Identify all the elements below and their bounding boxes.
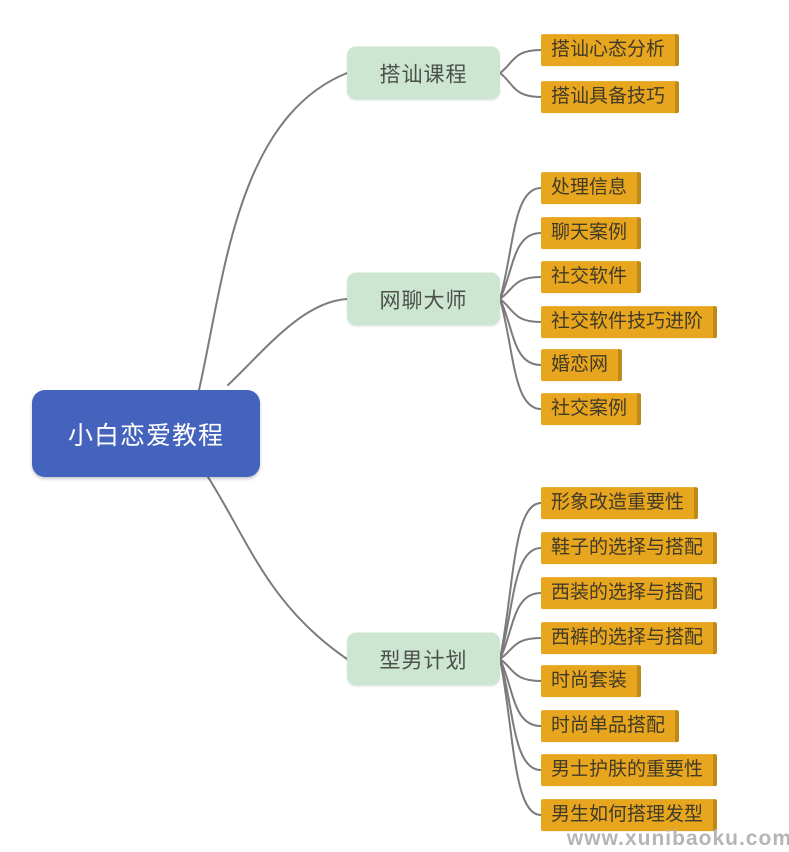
leaf-node[interactable]: 时尚套装 (541, 665, 642, 697)
branch-node[interactable]: 搭讪课程 (347, 46, 500, 100)
leaf-node[interactable]: 聊天案例 (541, 217, 642, 249)
leaf-node[interactable]: 西裤的选择与搭配 (541, 622, 718, 654)
leaf-node[interactable]: 搭讪具备技巧 (541, 81, 680, 113)
root-node[interactable]: 小白恋爱教程 (32, 390, 260, 477)
leaf-node[interactable]: 社交案例 (541, 393, 642, 425)
leaf-node[interactable]: 搭讪心态分析 (541, 34, 680, 66)
leaf-node[interactable]: 时尚单品搭配 (541, 710, 680, 742)
leaf-node[interactable]: 男生如何搭理发型 (541, 799, 718, 831)
leaf-node[interactable]: 形象改造重要性 (541, 487, 699, 519)
leaf-node[interactable]: 鞋子的选择与搭配 (541, 532, 718, 564)
leaf-node[interactable]: 西装的选择与搭配 (541, 577, 718, 609)
branch-node[interactable]: 网聊大师 (347, 272, 500, 326)
branch-node[interactable]: 型男计划 (347, 632, 500, 686)
leaf-node[interactable]: 社交软件技巧进阶 (541, 306, 718, 338)
watermark: www.xunibaoku.com (566, 827, 789, 850)
leaf-node[interactable]: 男士护肤的重要性 (541, 754, 718, 786)
leaf-node[interactable]: 婚恋网 (541, 349, 623, 381)
leaf-node[interactable]: 处理信息 (541, 172, 642, 204)
leaf-node[interactable]: 社交软件 (541, 261, 642, 293)
